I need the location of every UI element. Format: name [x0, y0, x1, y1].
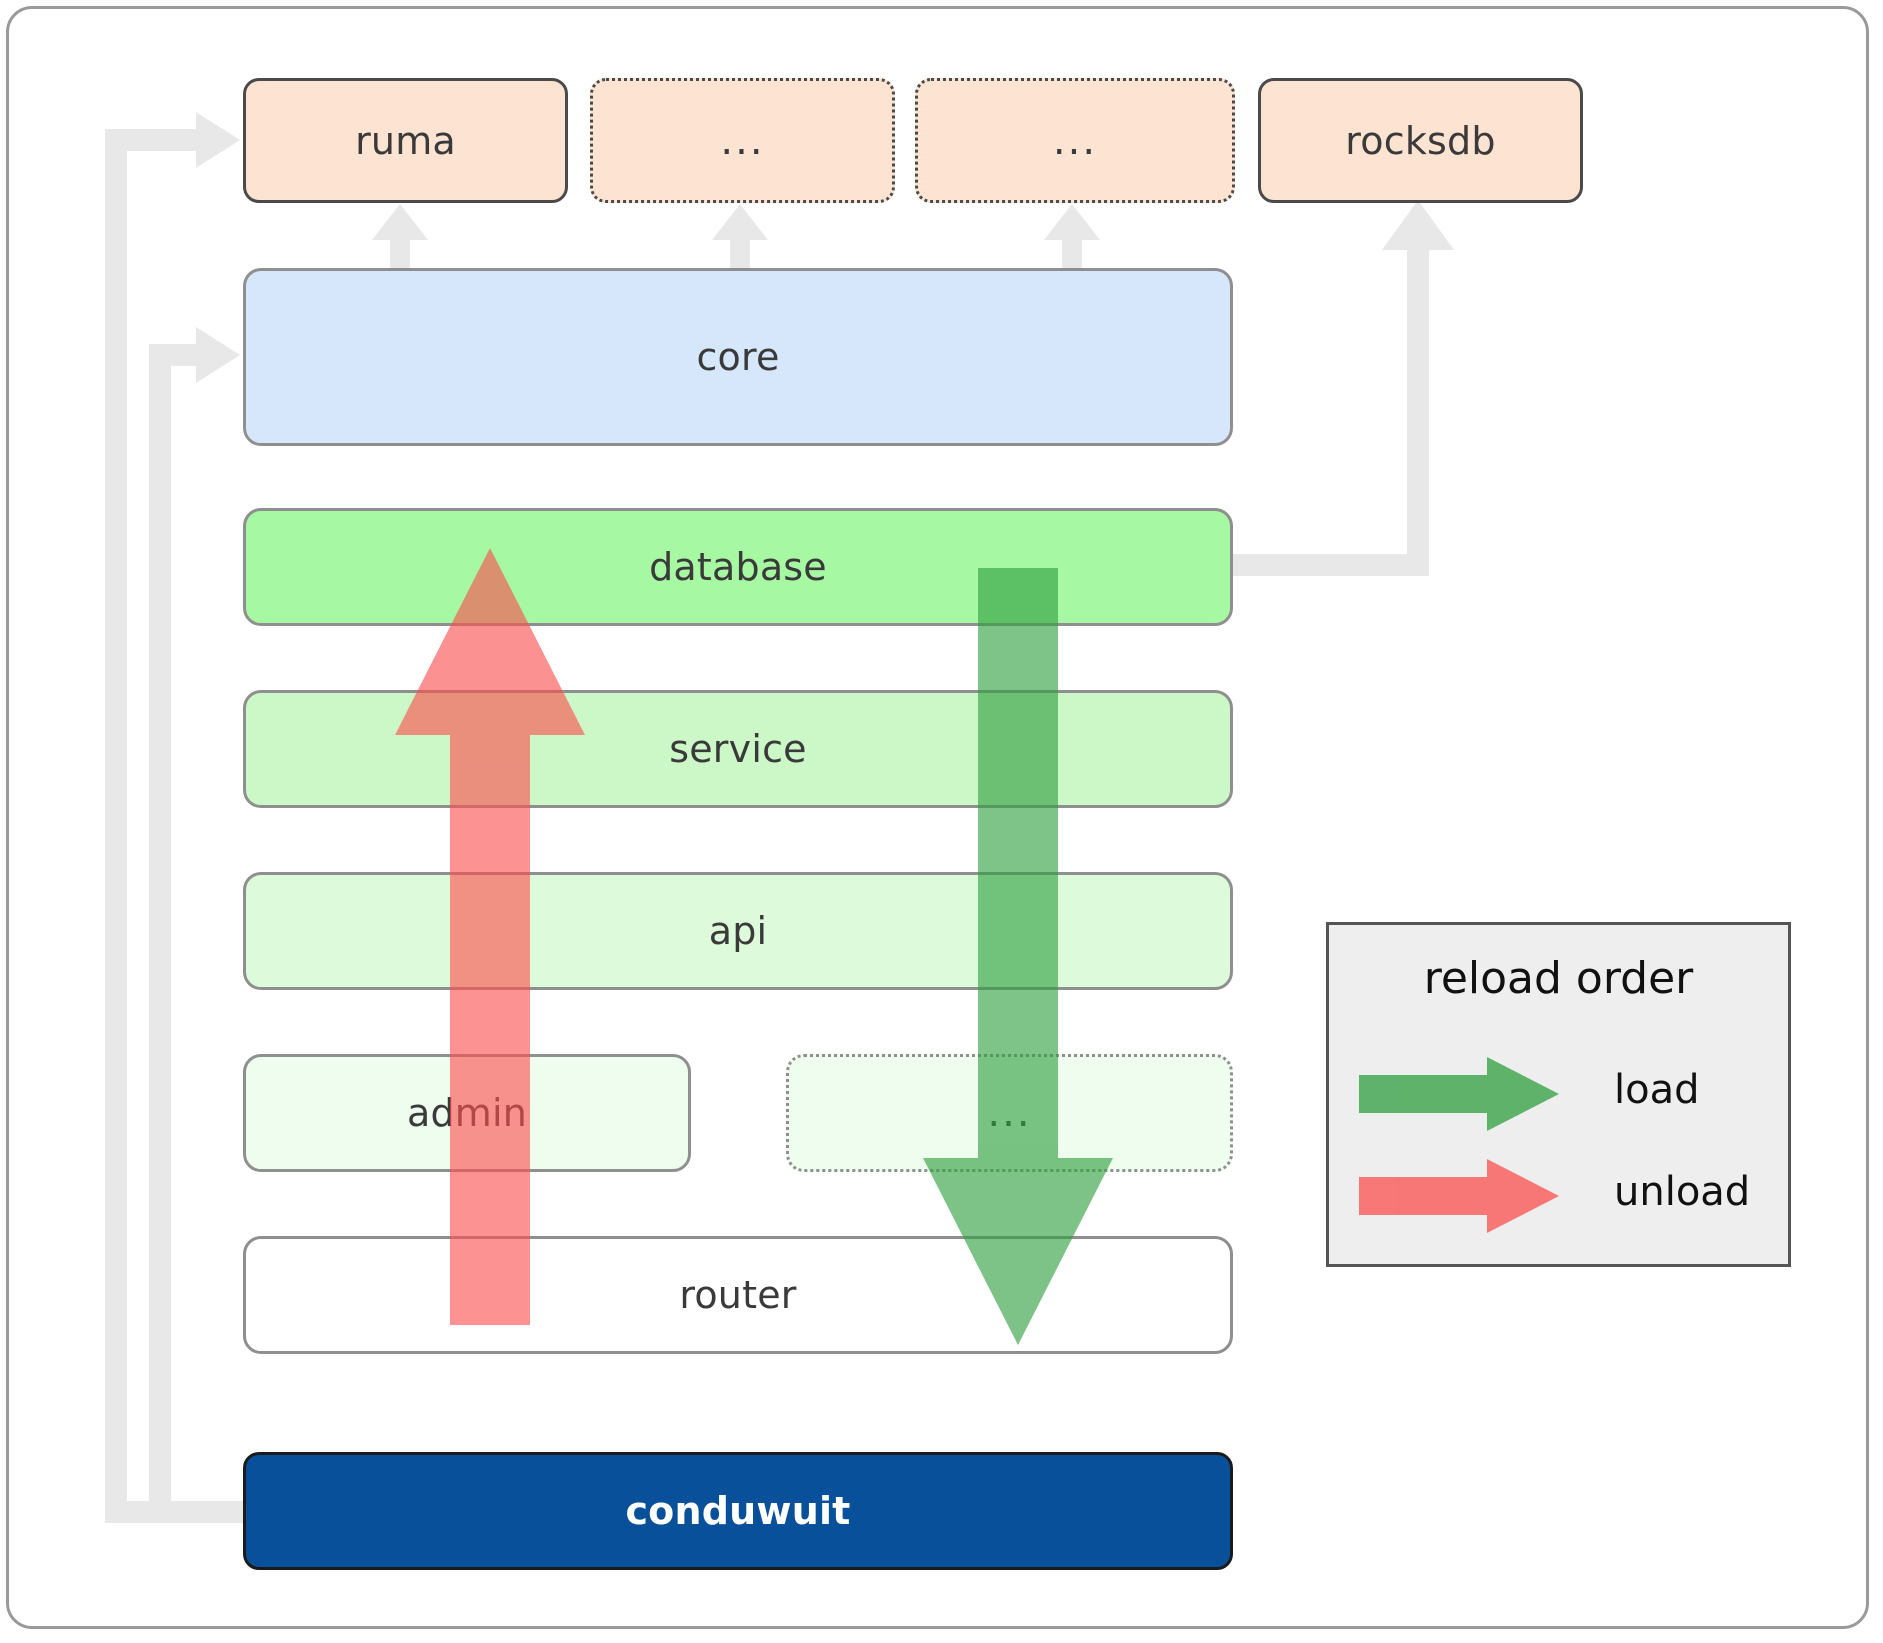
node-core[interactable]: core	[243, 268, 1233, 446]
node-admin-label: admin	[406, 1091, 528, 1135]
node-ruma[interactable]: ruma	[243, 78, 568, 203]
node-api[interactable]: api	[243, 872, 1233, 990]
node-dep-3[interactable]: ...	[915, 78, 1235, 203]
legend-panel: reload order load unload	[1326, 922, 1791, 1267]
node-layer-x[interactable]: ...	[786, 1054, 1233, 1172]
node-dep-2-label: ...	[720, 117, 765, 164]
node-router-label: router	[679, 1273, 797, 1317]
node-dep-3-label: ...	[1052, 117, 1098, 164]
legend-unload-label: unload	[1614, 1169, 1751, 1215]
node-service-label: service	[669, 727, 807, 771]
node-api-label: api	[708, 909, 768, 953]
node-router[interactable]: router	[243, 1236, 1233, 1354]
legend-item-load: load	[1329, 1053, 1788, 1137]
node-service[interactable]: service	[243, 690, 1233, 808]
node-admin[interactable]: admin	[243, 1054, 691, 1172]
node-ruma-label: ruma	[355, 118, 456, 163]
legend-title: reload order	[1423, 953, 1694, 1004]
legend-load-label: load	[1614, 1067, 1700, 1113]
legend-load-arrow-icon	[1359, 1057, 1559, 1131]
node-rocksdb[interactable]: rocksdb	[1258, 78, 1583, 203]
node-database[interactable]: database	[243, 508, 1233, 626]
node-conduwuit-label: conduwuit	[625, 1489, 851, 1533]
node-layer-x-label: ...	[987, 1090, 1032, 1136]
legend-item-unload: unload	[1329, 1155, 1788, 1239]
legend-unload-arrow-icon	[1359, 1159, 1559, 1233]
node-database-label: database	[649, 545, 827, 589]
node-rocksdb-label: rocksdb	[1345, 118, 1496, 163]
node-core-label: core	[696, 335, 780, 379]
diagram-frame	[6, 6, 1869, 1629]
node-conduwuit[interactable]: conduwuit	[243, 1452, 1233, 1570]
node-dep-2[interactable]: ...	[590, 78, 895, 203]
